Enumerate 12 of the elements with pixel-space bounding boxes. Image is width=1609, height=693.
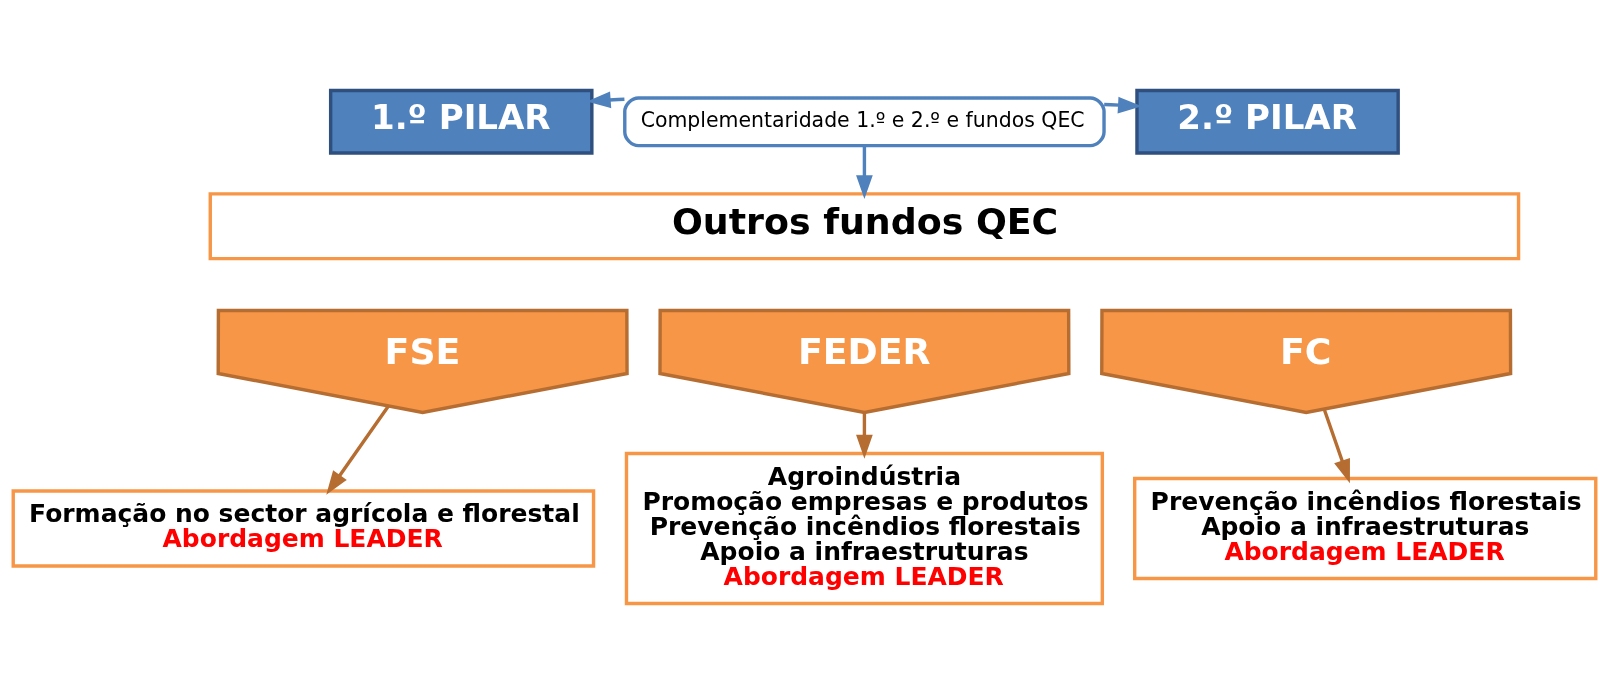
arrow: [1322, 408, 1350, 483]
node-box: Complementaridade 1.º e 2.º e fundos QEC: [623, 95, 1106, 147]
node-box: 2.º PILAR: [1135, 88, 1400, 155]
arrow: [326, 404, 390, 495]
node-box: Outros fundos QEC: [208, 191, 1521, 260]
node-box: 1.º PILAR: [328, 88, 594, 155]
arrow: [1104, 96, 1142, 113]
arrow: [856, 411, 873, 459]
node-box: Formação no sector agrícola e florestal Abordagem LEADER: [11, 488, 596, 568]
node-box: Prevenção incêndios florestais Apoio a infraestruturas Abordagem LEADER: [1133, 476, 1598, 580]
arrow: [856, 145, 873, 199]
node-box: Agroindústria Promoção empresas e produtos Prevenção incêndios florestais Apoio a infraestruturas Abordagem LEADER: [624, 451, 1105, 605]
